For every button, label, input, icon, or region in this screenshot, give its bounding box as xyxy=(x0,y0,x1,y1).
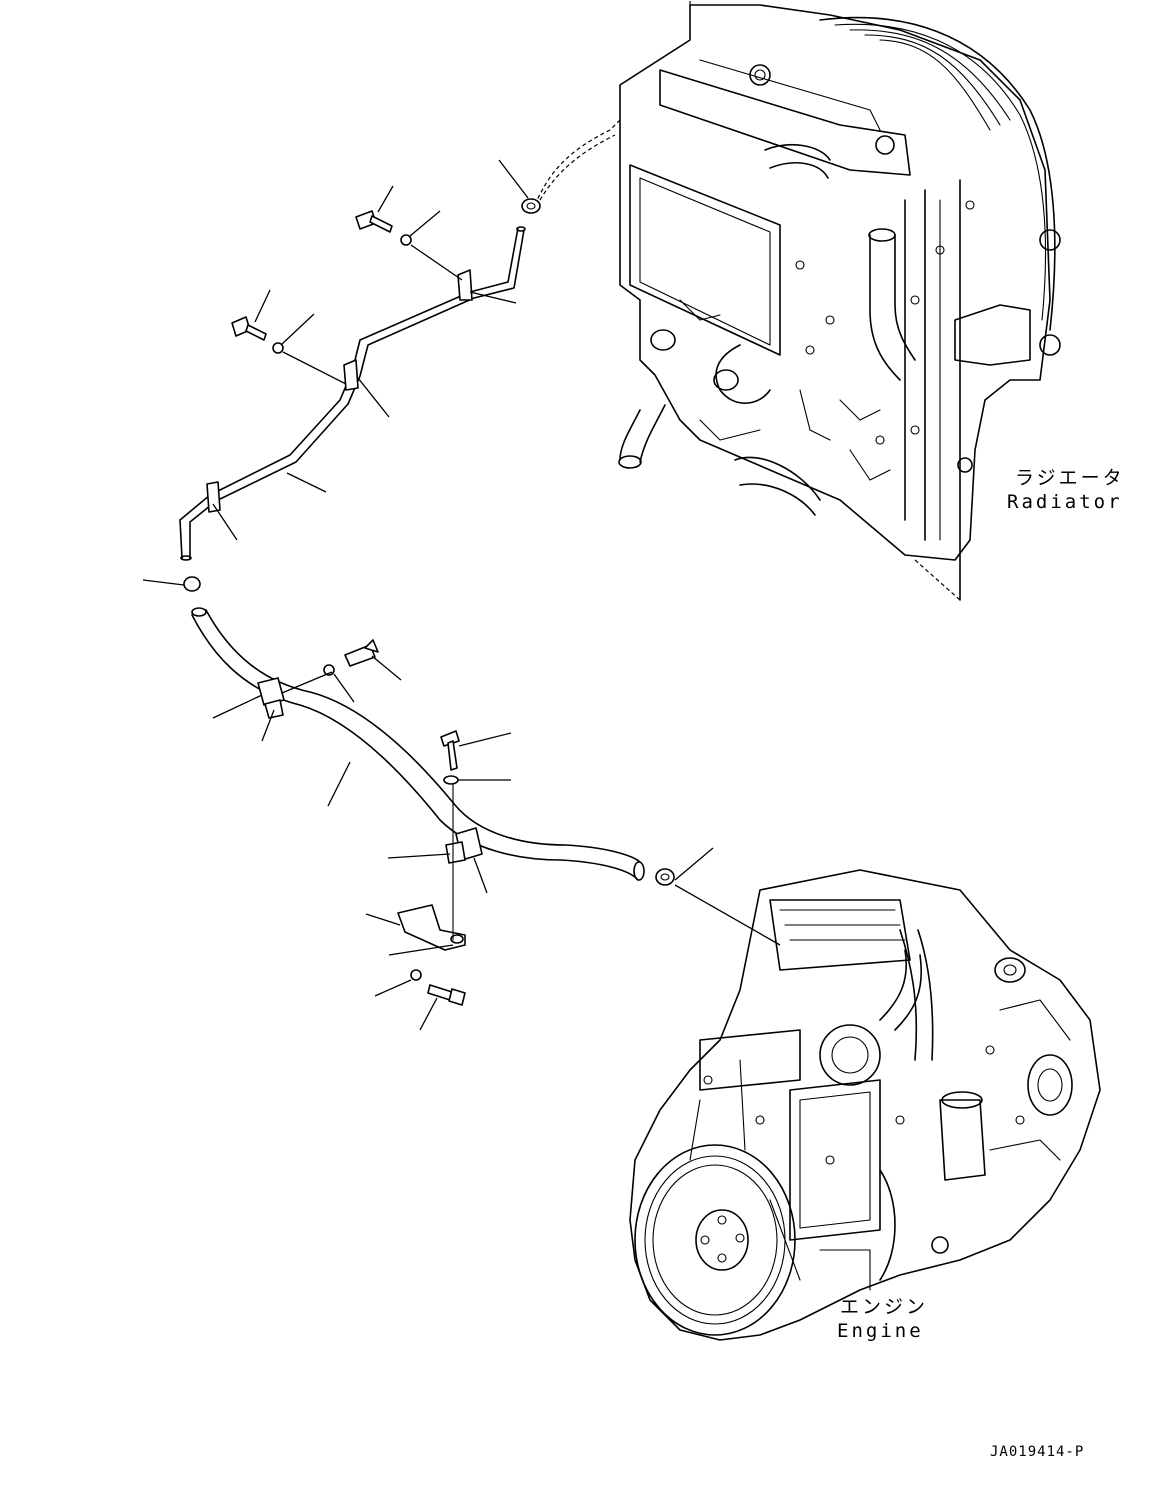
upper-bolts xyxy=(183,210,412,592)
radiator-label-en: Radiator xyxy=(1007,491,1123,513)
upper-grommet xyxy=(521,198,541,214)
upper-tube xyxy=(179,226,526,561)
engine-drawing xyxy=(629,869,1101,1341)
lower-hardware xyxy=(323,639,466,1006)
engine-label-en: Engine xyxy=(837,1320,924,1342)
drawing-code: JA019414-P xyxy=(990,1444,1084,1460)
engine-label-jp: エンジン xyxy=(840,1296,928,1318)
radiator-label-jp: ラジエータ xyxy=(1015,467,1125,489)
leader-lines xyxy=(142,159,781,1031)
lower-grommet xyxy=(655,868,675,886)
lower-hose xyxy=(191,607,645,881)
radiator-drawing xyxy=(618,0,1061,601)
dashed-connector-upper xyxy=(534,119,621,206)
